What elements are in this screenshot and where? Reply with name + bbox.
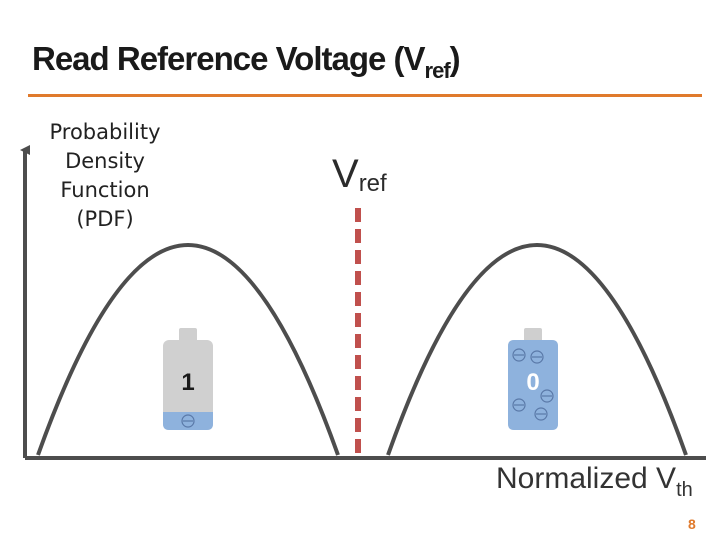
electron-icon xyxy=(512,398,526,412)
y-axis-label-line: Function xyxy=(60,178,150,202)
page-title: Read Reference Voltage (Vref) xyxy=(32,40,461,84)
electron-icon xyxy=(530,350,544,364)
vref-label: Vref xyxy=(332,152,387,198)
vref-label-main: V xyxy=(332,152,359,196)
y-axis-label-line: Density xyxy=(65,149,145,173)
title-close: ) xyxy=(449,40,461,77)
cell-state-label: 1 xyxy=(181,369,194,396)
pdf-curve-state-0 xyxy=(386,243,688,456)
y-axis-label-line: (PDF) xyxy=(76,207,134,231)
title-divider xyxy=(28,94,702,97)
flash-cell-icon: 1 xyxy=(163,328,213,430)
title-subscript: ref xyxy=(424,58,451,83)
cell-state-label: 0 xyxy=(526,369,539,396)
x-axis-label-main: Normalized V xyxy=(496,462,677,495)
electron-icon xyxy=(540,389,554,403)
pdf-curve-state-1 xyxy=(36,243,340,456)
title-main: Read Reference Voltage (V xyxy=(32,40,426,77)
x-axis-label: Normalized Vth xyxy=(496,462,693,502)
y-axis-label: Probability Density Function (PDF) xyxy=(30,118,180,234)
electron-icon xyxy=(534,407,548,421)
electron-icon xyxy=(512,348,526,362)
vref-label-subscript: ref xyxy=(358,170,387,197)
flash-cell-icon: 0 xyxy=(508,328,558,430)
y-axis-label-line: Probability xyxy=(49,120,161,144)
x-axis-label-subscript: th xyxy=(676,479,693,501)
electron-icon xyxy=(181,414,195,428)
page-number: 8 xyxy=(688,516,696,532)
